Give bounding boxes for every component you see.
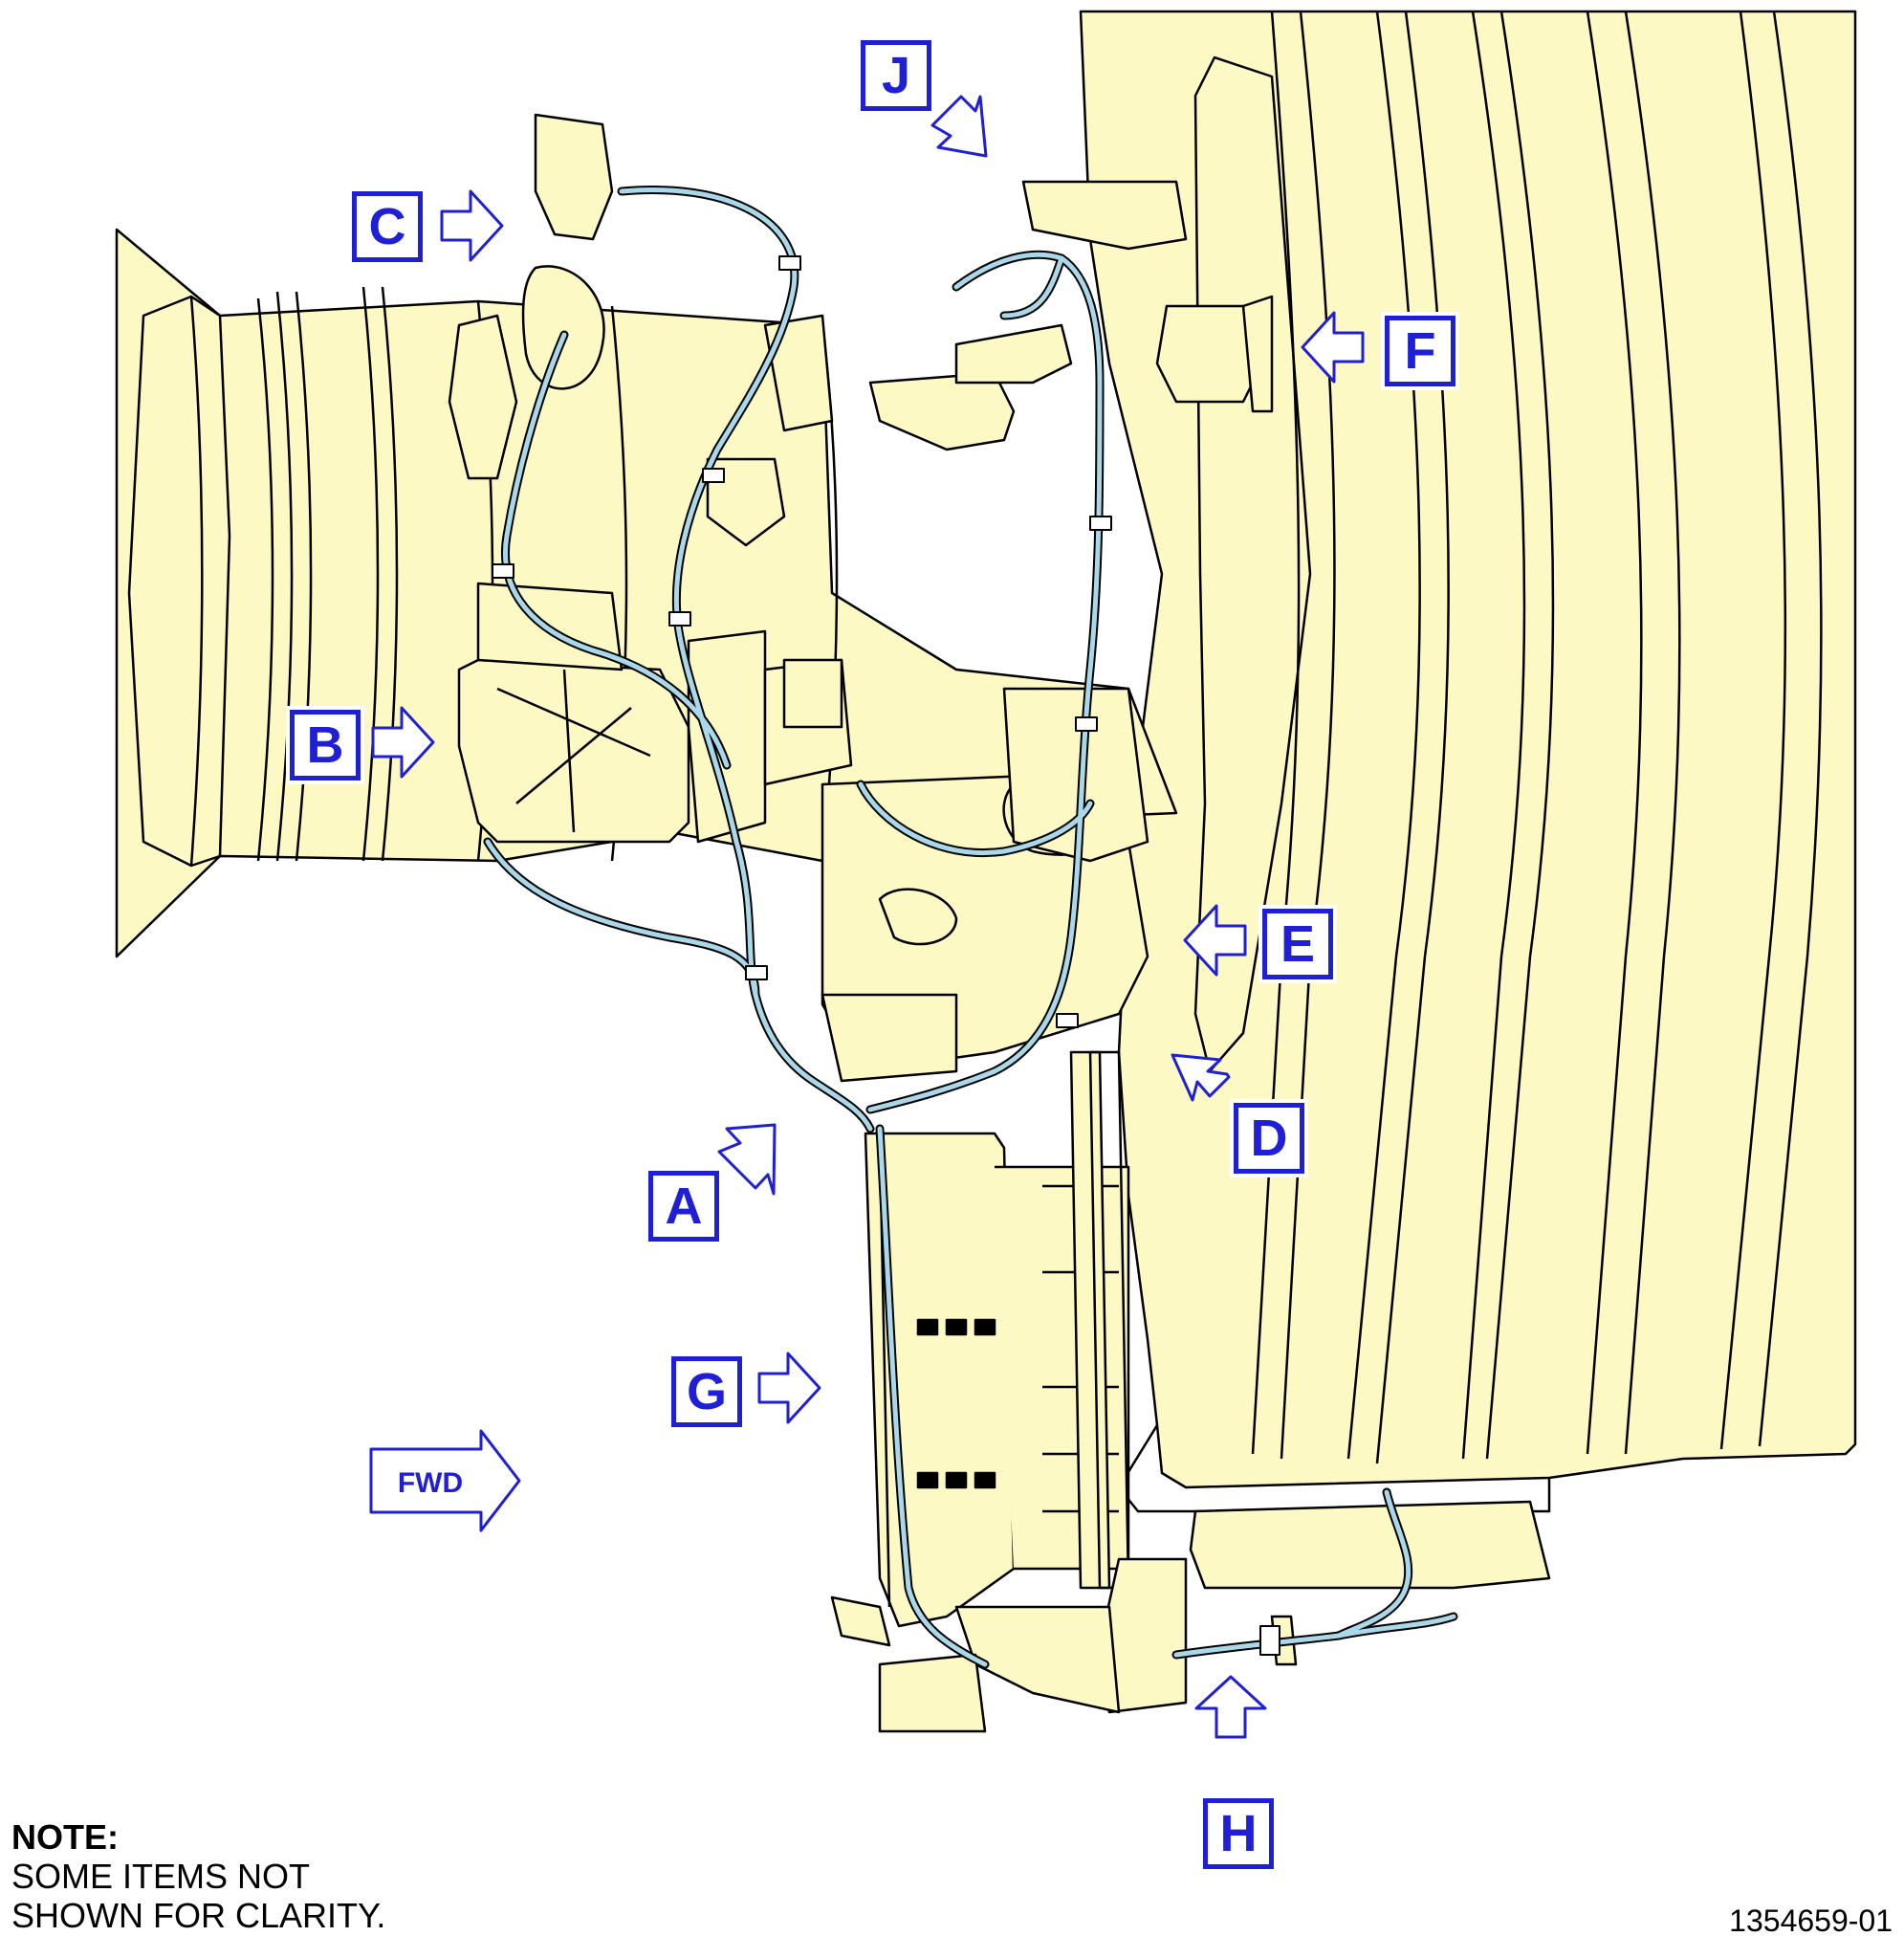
callout-c: C [352,191,423,262]
callout-e: E [1262,909,1333,979]
accessory-gearbox [448,113,1274,1083]
fwd-arrow-icon: FWD [369,1429,521,1532]
view-arrows [371,95,1365,1739]
arrow-f-icon [1301,311,1365,384]
callout-f: F [1385,316,1455,386]
callout-b: B [290,710,361,781]
note-block: NOTE: SOME ITEMS NOT SHOWN FOR CLARITY. [11,1817,385,1935]
callout-h: H [1203,1798,1274,1869]
arrow-g-icon [757,1352,821,1424]
note-heading: NOTE: [11,1817,119,1857]
note-line-1: SOME ITEMS NOT [11,1857,311,1896]
arrow-a-icon [717,1123,777,1196]
arrow-h-icon [1194,1675,1267,1739]
figure-number: 1354659-01 [1729,1903,1893,1938]
arrow-c-icon [440,189,504,262]
note-line-2: SHOWN FOR CLARITY. [11,1896,386,1935]
fan-case [1079,10,1857,1513]
arrow-e-icon [1183,904,1247,977]
callout-d: D [1234,1103,1304,1174]
arrow-d-icon [1171,1053,1231,1102]
callout-g: G [671,1356,742,1427]
fwd-label: FWD [398,1467,463,1499]
arrow-b-icon [371,706,435,779]
wiring-harness [483,186,1458,1669]
callout-j: J [861,40,931,111]
arrow-j-icon [930,95,988,158]
callout-a: A [648,1171,719,1242]
